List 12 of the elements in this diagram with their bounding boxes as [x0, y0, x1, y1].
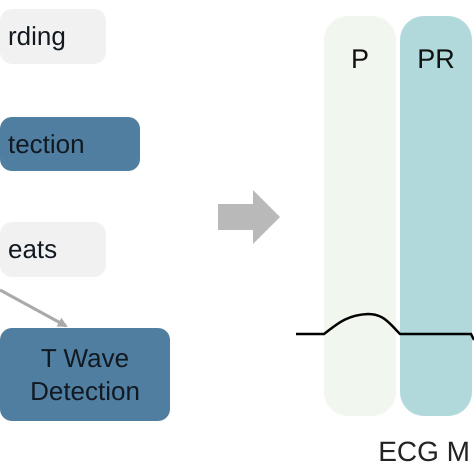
- process-box: [0, 117, 140, 171]
- figure-caption: ECG M: [378, 436, 470, 468]
- arrow: [0, 288, 68, 328]
- interval-band: [324, 16, 396, 416]
- node-label: eats: [8, 233, 58, 266]
- node-label: rding: [8, 20, 66, 53]
- node-label: PR: [417, 44, 455, 76]
- node-label: tection: [8, 128, 85, 160]
- process-box: [0, 328, 170, 421]
- node-label: P: [350, 44, 369, 76]
- node-label: T Wave Detection: [29, 342, 141, 407]
- interval-band: [400, 16, 472, 416]
